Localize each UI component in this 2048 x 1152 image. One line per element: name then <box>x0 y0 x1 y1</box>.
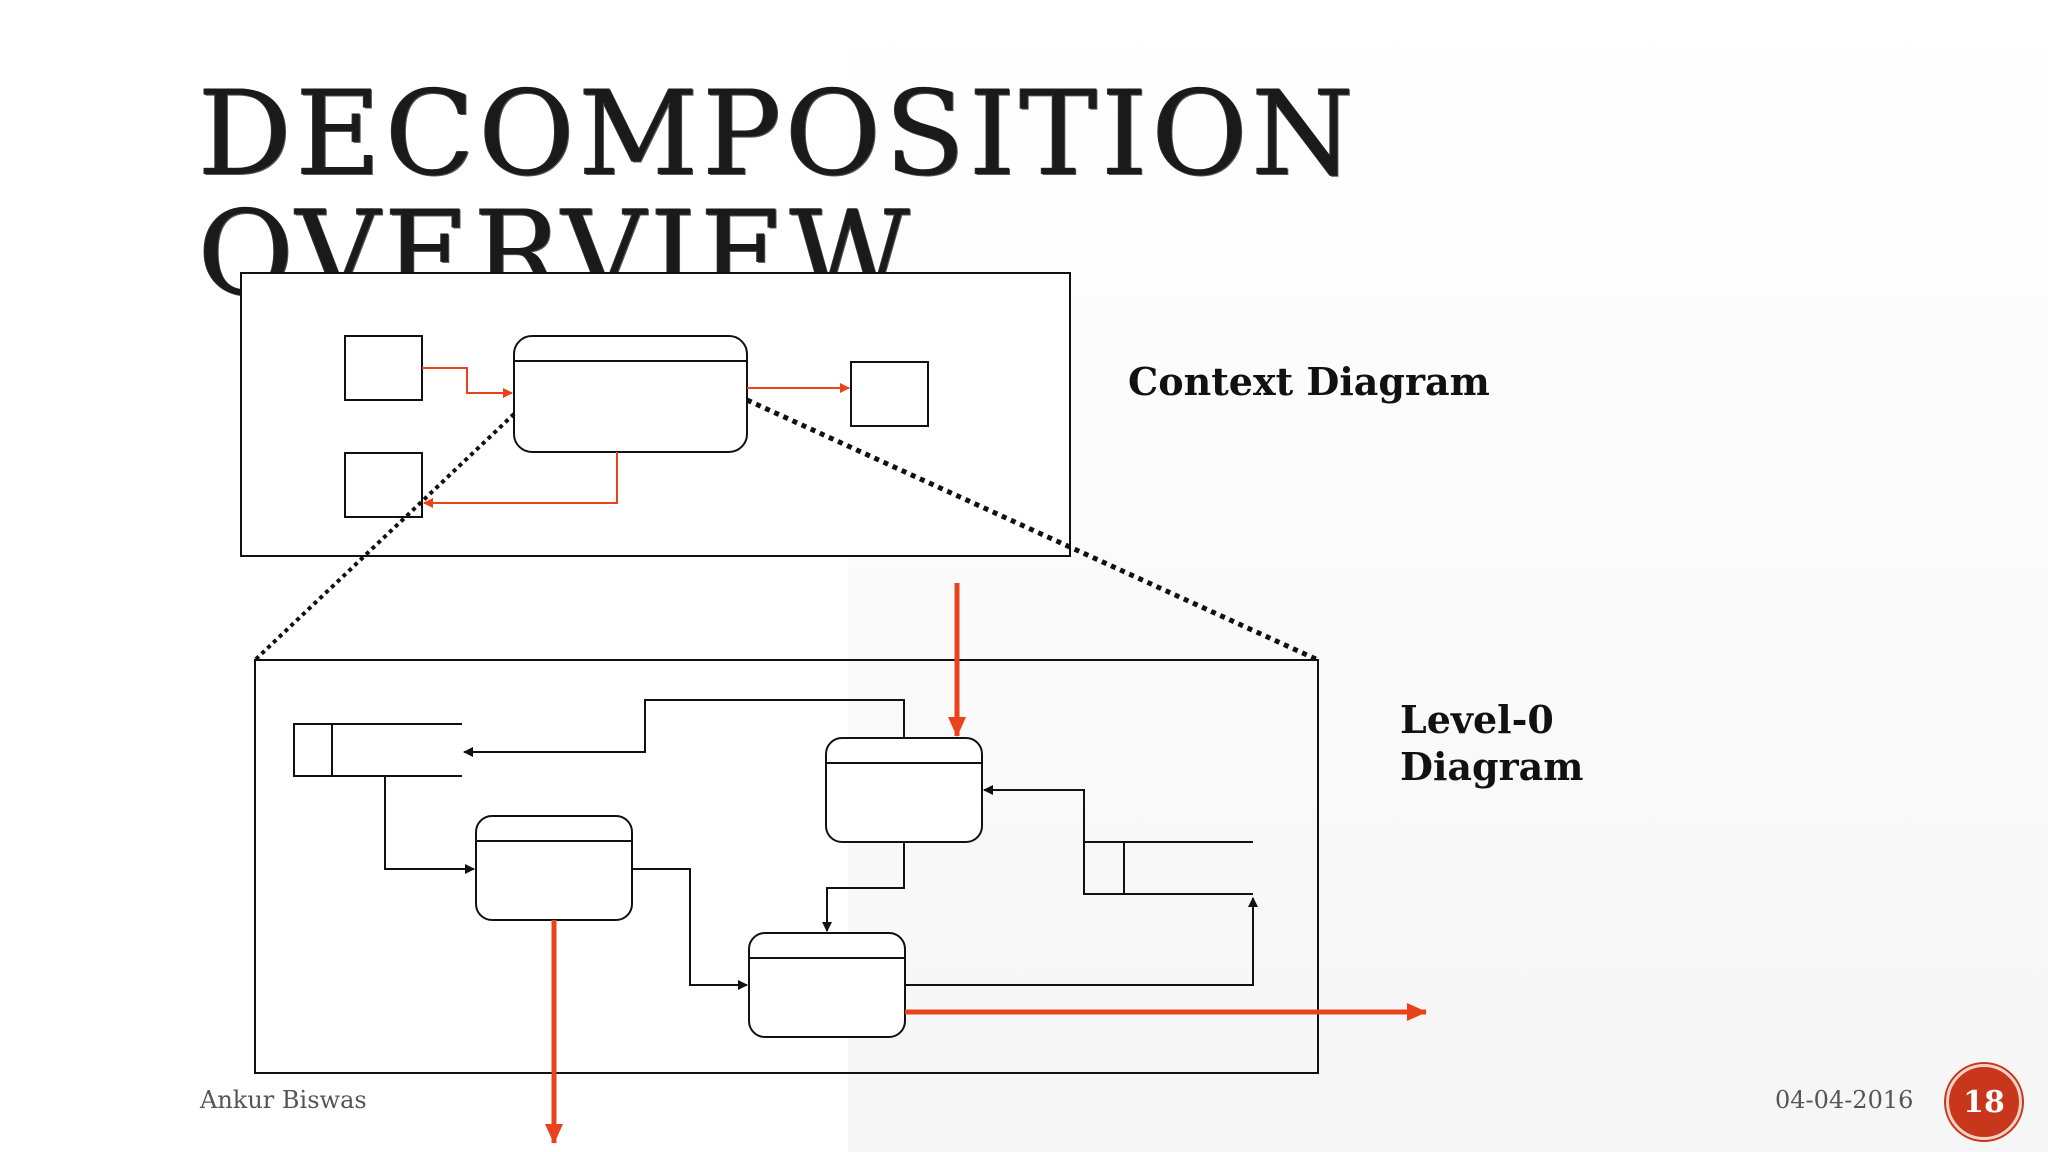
flow-store1-to-b <box>384 776 475 874</box>
level0-frame <box>254 659 1319 1074</box>
level0-diagram <box>254 583 1427 1144</box>
flow-a-to-c <box>822 842 905 932</box>
page-number-badge: 18 <box>1946 1064 2022 1140</box>
footer-author: Ankur Biswas <box>200 1086 367 1114</box>
data-store-2 <box>1083 841 1253 895</box>
footer-date: 04-04-2016 <box>1775 1086 1914 1114</box>
context-diagram <box>240 272 1071 557</box>
flow-b-to-c <box>632 868 748 990</box>
level0-process-a <box>825 737 983 843</box>
context-flow-in <box>422 367 513 398</box>
flow-c-to-store2 <box>905 897 1258 986</box>
level0-diagram-label: Level-0 Diagram <box>1400 697 1584 789</box>
context-external-entity-3 <box>850 361 929 427</box>
zoom-line-right <box>745 397 1320 663</box>
context-process <box>513 335 748 453</box>
zoom-line-left <box>253 412 516 662</box>
context-flow-out-bottom <box>423 452 618 508</box>
level0-process-c <box>748 932 906 1038</box>
level0-process-b <box>475 815 633 921</box>
flow-a-to-store1 <box>463 699 905 757</box>
flow-store2-to-a <box>983 785 1085 868</box>
data-store-1 <box>293 723 462 777</box>
context-diagram-label: Context Diagram <box>1128 359 1490 404</box>
context-external-entity-1 <box>344 335 423 401</box>
context-external-entity-2 <box>344 452 423 518</box>
